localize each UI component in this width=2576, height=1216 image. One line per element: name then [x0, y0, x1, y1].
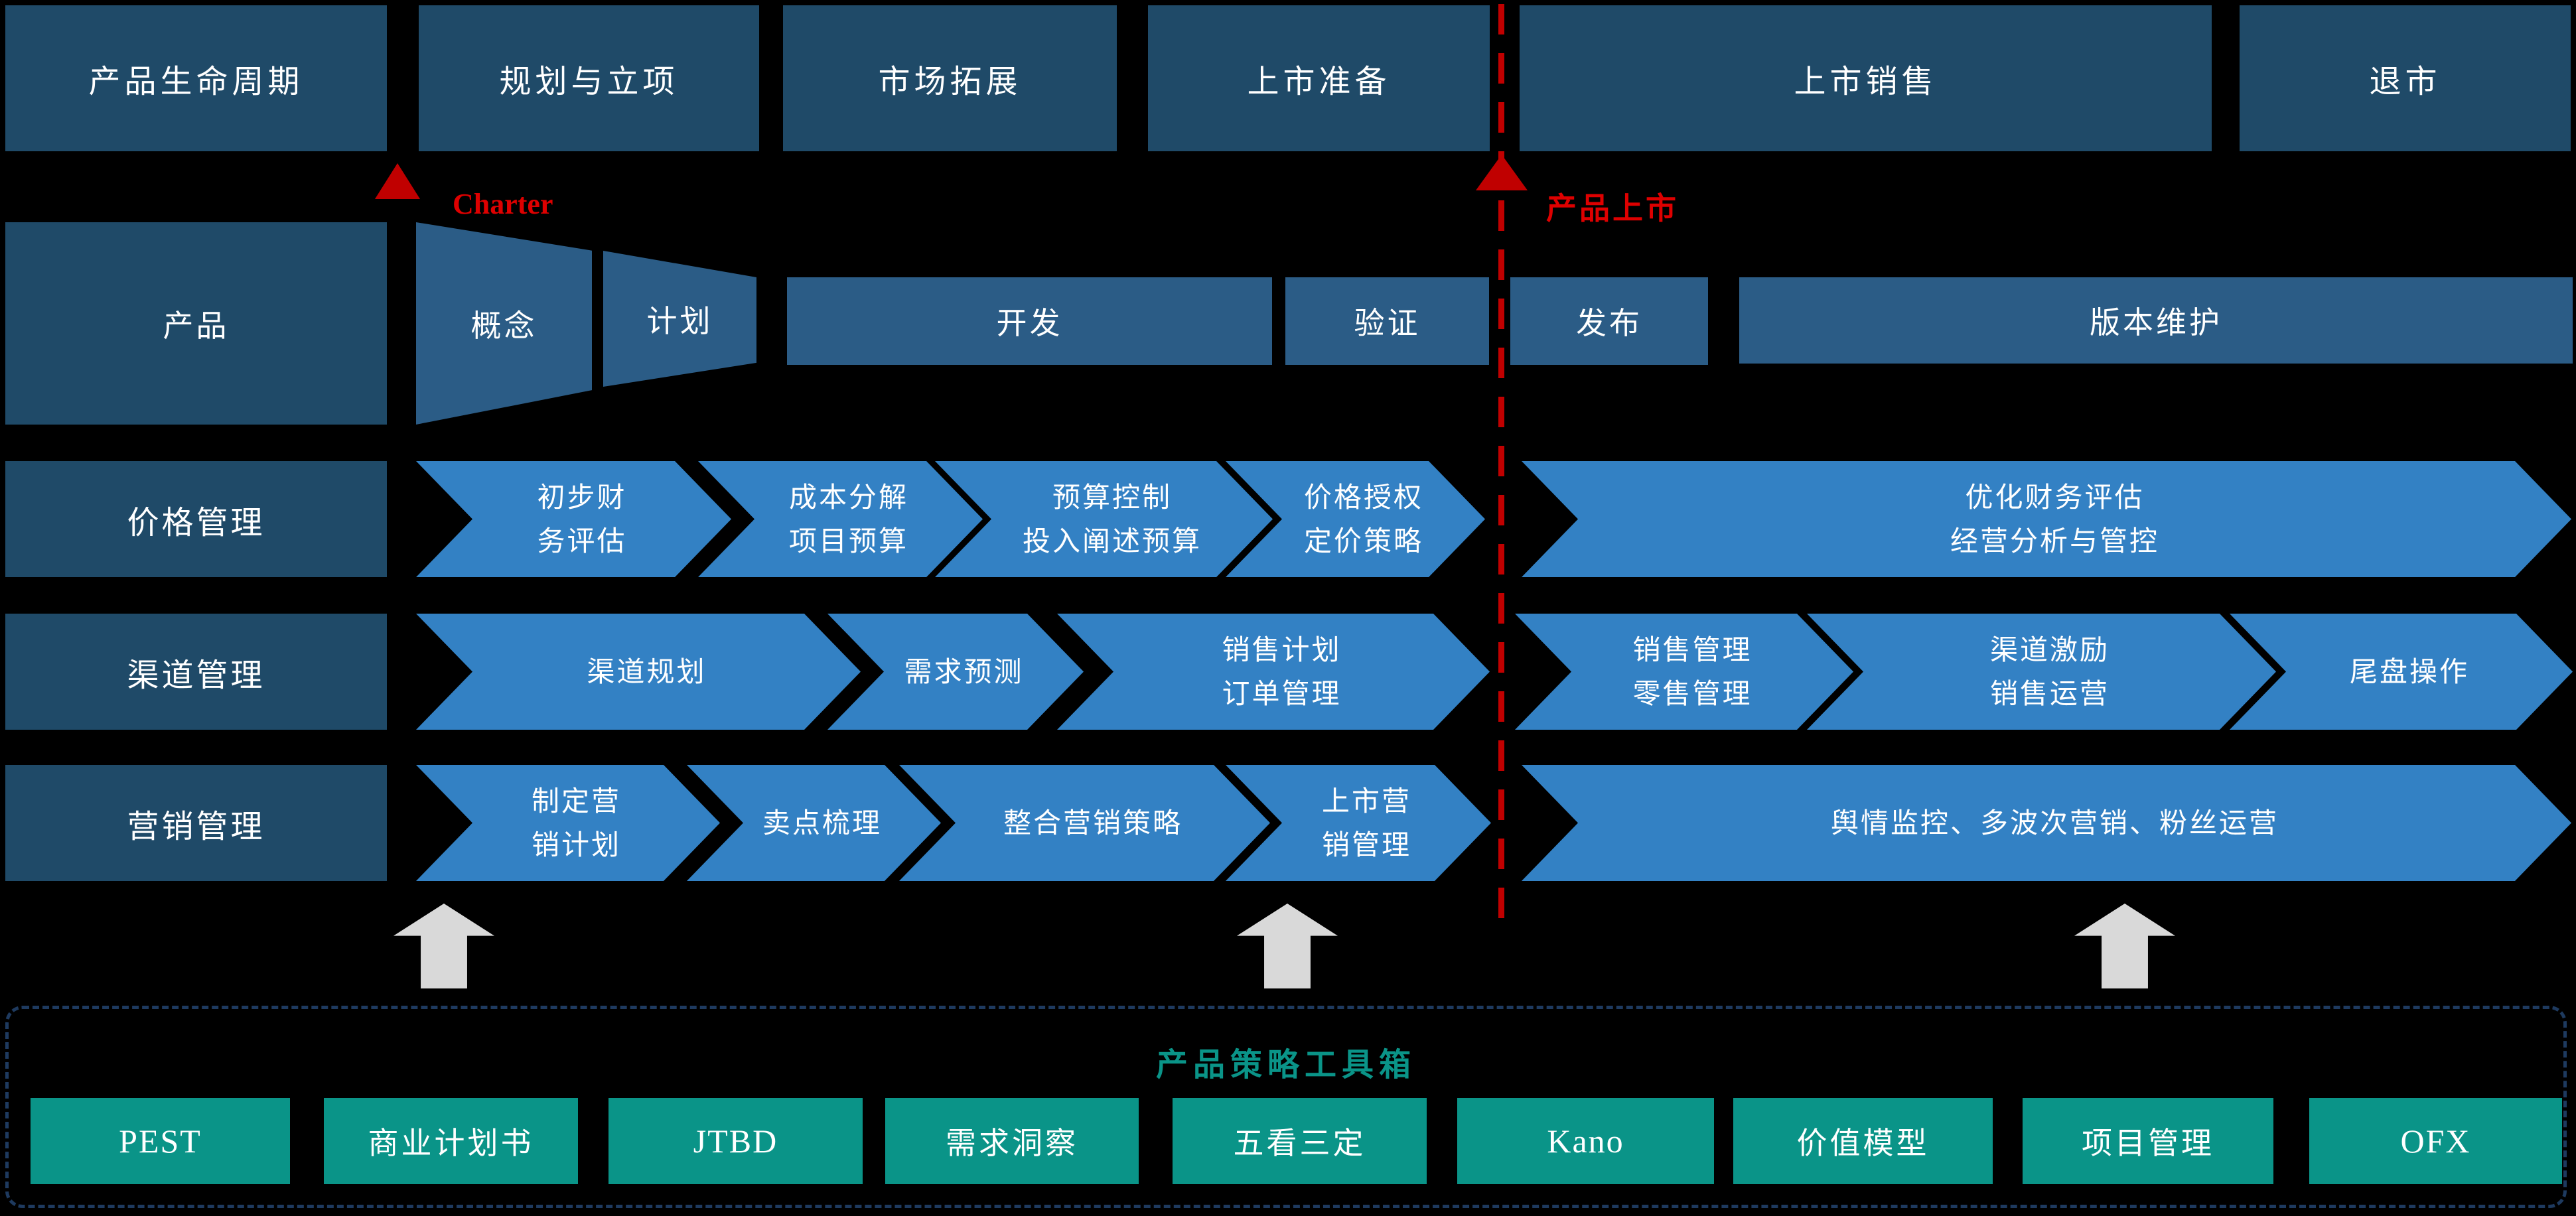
stage-plan: 计划	[603, 251, 756, 387]
stage-release: 发布	[1510, 277, 1708, 365]
marketing-arrow-launch-marketing: 上市营 销管理	[1226, 765, 1491, 881]
channel-arrow-5-label: 渠道激励 销售运营	[1989, 634, 2110, 710]
tool-ofx-label: OFX	[2400, 1122, 2471, 1160]
launch-dashed-line	[1498, 4, 1504, 922]
phase-market-expansion: 市场拓展	[783, 5, 1117, 151]
channel-arrow-6-label: 尾盘操作	[2349, 655, 2469, 688]
phase-exit: 退市	[2240, 5, 2571, 151]
strategy-toolbox-container: 产品策略工具箱	[5, 1006, 2567, 1208]
charter-milestone-label: Charter	[453, 188, 553, 220]
tool-pest-label: PEST	[119, 1122, 202, 1160]
lane-marketing-label: 营销管理	[127, 807, 265, 845]
marketing-arrow-1-label: 制定营 销计划	[531, 785, 621, 861]
lane-channel-header: 渠道管理	[5, 614, 387, 730]
tool-project-management: 项目管理	[2023, 1098, 2273, 1184]
phase-exit-label: 退市	[2369, 63, 2441, 100]
marketing-arrow-3-label: 整合营销策略	[1003, 806, 1182, 839]
pricing-arrow-5-label: 优化财务评估 经营分析与管控	[1950, 481, 2159, 557]
marketing-arrow-sentiment-waves-fans: 舆情监控、多波次营销、粉丝运营	[1522, 765, 2571, 881]
tool-demand-insight: 需求洞察	[885, 1098, 1139, 1184]
stage-version-maintenance-label: 版本维护	[2090, 304, 2222, 340]
tool-kano-label: Kano	[1547, 1122, 1624, 1160]
stage-release-label: 发布	[1576, 305, 1642, 341]
pricing-arrow-budget-control: 预算控制 投入阐述预算	[935, 461, 1273, 577]
stage-concept: 概念	[416, 222, 592, 425]
marketing-arrow-make-marketing-plan: 制定营 销计划	[416, 765, 720, 881]
tool-five-looks-three-decides: 五看三定	[1173, 1098, 1427, 1184]
channel-arrow-3-label: 销售计划 订单管理	[1222, 634, 1342, 710]
channel-arrow-demand-forecast: 需求预测	[827, 614, 1084, 730]
up-arrow-icon	[1237, 904, 1338, 988]
stage-plan-label: 计划	[646, 303, 713, 339]
toolbox-title: 产品策略工具箱	[1155, 1046, 1416, 1083]
channel-arrow-sales-retail-mgmt: 销售管理 零售管理	[1515, 614, 1853, 730]
stage-concept-label: 概念	[470, 307, 537, 344]
channel-arrow-channel-incentives: 渠道激励 销售运营	[1807, 614, 2276, 730]
lane-pricing-header: 价格管理	[5, 461, 387, 577]
tool-value-model-label: 价值模型	[1796, 1125, 1930, 1161]
channel-arrow-tail-stock-ops: 尾盘操作	[2230, 614, 2573, 730]
stage-verify: 验证	[1285, 277, 1489, 365]
channel-arrow-2-label: 需求预测	[904, 655, 1024, 688]
product-row-header-label: 产品	[163, 307, 230, 344]
stage-version-maintenance: 版本维护	[1739, 277, 2573, 364]
pricing-arrow-3-label: 预算控制 投入阐述预算	[1022, 481, 1202, 557]
pricing-arrow-cost-breakdown-budget: 成本分解 项目预算	[698, 461, 983, 577]
phase-planning: 规划与立项	[419, 5, 759, 151]
pricing-arrow-initial-financial-eval: 初步财 务评估	[416, 461, 731, 577]
tool-demand-insight-label: 需求洞察	[946, 1125, 1078, 1161]
up-arrow-icon	[394, 904, 494, 988]
marketing-arrow-4-label: 上市营 销管理	[1321, 785, 1411, 861]
tool-jtbd: JTBD	[608, 1098, 863, 1184]
phase-planning-label: 规划与立项	[499, 63, 679, 100]
channel-arrow-1-label: 渠道规划	[587, 655, 707, 688]
tool-ofx: OFX	[2309, 1098, 2562, 1184]
launch-milestone-triangle-icon	[1476, 155, 1528, 190]
stage-develop: 开发	[787, 277, 1272, 365]
lane-pricing-label: 价格管理	[127, 504, 265, 541]
tool-jtbd-label: JTBD	[693, 1122, 778, 1160]
launch-milestone-label: 产品上市	[1546, 190, 1679, 226]
channel-arrow-4-label: 销售管理 零售管理	[1632, 634, 1753, 710]
tool-kano: Kano	[1457, 1098, 1714, 1184]
lane-marketing-header: 营销管理	[5, 765, 387, 881]
tool-value-model: 价值模型	[1733, 1098, 1993, 1184]
tool-project-management-label: 项目管理	[2082, 1125, 2214, 1161]
stage-verify-label: 验证	[1354, 305, 1421, 341]
tool-five-looks-label: 五看三定	[1233, 1125, 1366, 1161]
product-row-header: 产品	[5, 222, 387, 425]
lifecycle-header: 产品生命周期	[5, 5, 387, 151]
lane-channel-label: 渠道管理	[127, 656, 265, 694]
channel-arrow-sales-plan-orders: 销售计划 订单管理	[1057, 614, 1490, 730]
up-arrow-icon	[2074, 904, 2175, 988]
pricing-arrow-optimize-financial-eval: 优化财务评估 经营分析与管控	[1522, 461, 2571, 577]
tool-business-plan-label: 商业计划书	[368, 1125, 534, 1161]
channel-arrow-channel-planning: 渠道规划	[416, 614, 861, 730]
phase-on-market-sales-label: 上市销售	[1794, 63, 1938, 100]
pricing-arrow-2-label: 成本分解 项目预算	[788, 481, 908, 557]
pricing-arrow-1-label: 初步财 务评估	[537, 481, 627, 557]
marketing-arrow-integrated-strategy: 整合营销策略	[899, 765, 1270, 881]
phase-launch-prep: 上市准备	[1148, 5, 1490, 151]
pricing-arrow-4-label: 价格授权 定价策略	[1303, 481, 1423, 557]
marketing-arrow-selling-points: 卖点梳理	[687, 765, 941, 881]
lifecycle-header-label: 产品生命周期	[88, 63, 304, 100]
tool-pest: PEST	[31, 1098, 290, 1184]
charter-milestone-triangle-icon	[375, 163, 420, 199]
marketing-arrow-2-label: 卖点梳理	[762, 806, 882, 839]
stage-develop-label: 开发	[996, 305, 1063, 341]
phase-launch-prep-label: 上市准备	[1247, 63, 1391, 100]
phase-market-expansion-label: 市场拓展	[878, 63, 1022, 100]
tool-business-plan: 商业计划书	[324, 1098, 578, 1184]
phase-on-market-sales: 上市销售	[1520, 5, 2212, 151]
marketing-arrow-5-label: 舆情监控、多波次营销、粉丝运营	[1830, 806, 2279, 839]
